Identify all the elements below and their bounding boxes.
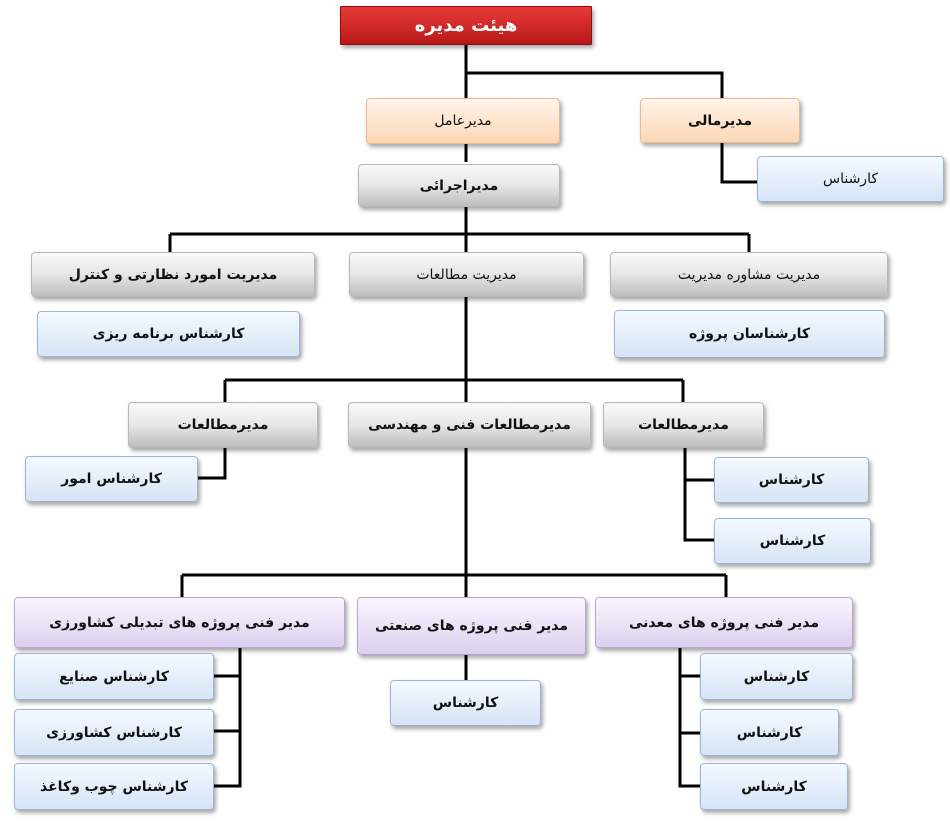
board-of-directors: هیئت مدیره xyxy=(340,6,592,45)
line-right-experts xyxy=(683,448,714,542)
cfo-expert-box: کارشناس xyxy=(757,156,944,202)
line-mining-experts xyxy=(678,648,700,788)
consulting-management-box: مدیریت مشاوره مدیریت xyxy=(610,252,888,297)
industrial-expert-box: کارشناس xyxy=(390,680,541,726)
supervision-management-box: مدیریت امورد نظارتی و کنترل xyxy=(31,252,315,297)
right-expert-1-box: کارشناس xyxy=(714,457,869,503)
studies-manager-left-box: مدیرمطالعات xyxy=(128,402,318,448)
planning-expert-box: کارشناس برنامه ریزی xyxy=(37,311,300,357)
industrial-projects-manager-box: مدیر فنی پروژه های صنعتی xyxy=(357,597,586,655)
project-experts-box: کارشناسان پروژه xyxy=(614,310,885,358)
affairs-expert-box: کارشناس امور xyxy=(25,456,198,502)
cfo-box: مدیرمالی xyxy=(640,98,800,143)
line-affairs-expert xyxy=(198,448,227,480)
line-board-cfo xyxy=(466,71,724,98)
mining-expert-3-box: کارشناس xyxy=(700,763,848,810)
wood-paper-expert-box: کارشناس چوب وکاغذ xyxy=(14,763,214,810)
line-cfo-expert xyxy=(720,143,757,184)
executive-manager-box: مدیراجرائی xyxy=(358,164,560,207)
line-agri-experts xyxy=(214,648,242,788)
agriculture-expert-box: کارشناس کشاورزی xyxy=(14,709,214,756)
agri-projects-manager-box: مدیر فنی پروژه های تبدیلی کشاورزی xyxy=(14,597,345,648)
mining-projects-manager-box: مدیر فنی پروژه های معدنی xyxy=(595,597,853,648)
ceo-box: مدیرعامل xyxy=(366,98,560,144)
mining-expert-1-box: کارشناس xyxy=(700,653,853,700)
mining-expert-2-box: کارشناس xyxy=(700,709,839,756)
studies-manager-right-box: مدیرمطالعات xyxy=(603,402,764,448)
right-expert-2-box: کارشناس xyxy=(714,518,871,564)
industries-expert-box: کارشناس صنایع xyxy=(14,653,214,700)
technical-studies-manager-box: مدیرمطالعات فنی و مهندسی xyxy=(348,402,591,448)
studies-management-box: مدیریت مطالعات xyxy=(349,252,584,297)
